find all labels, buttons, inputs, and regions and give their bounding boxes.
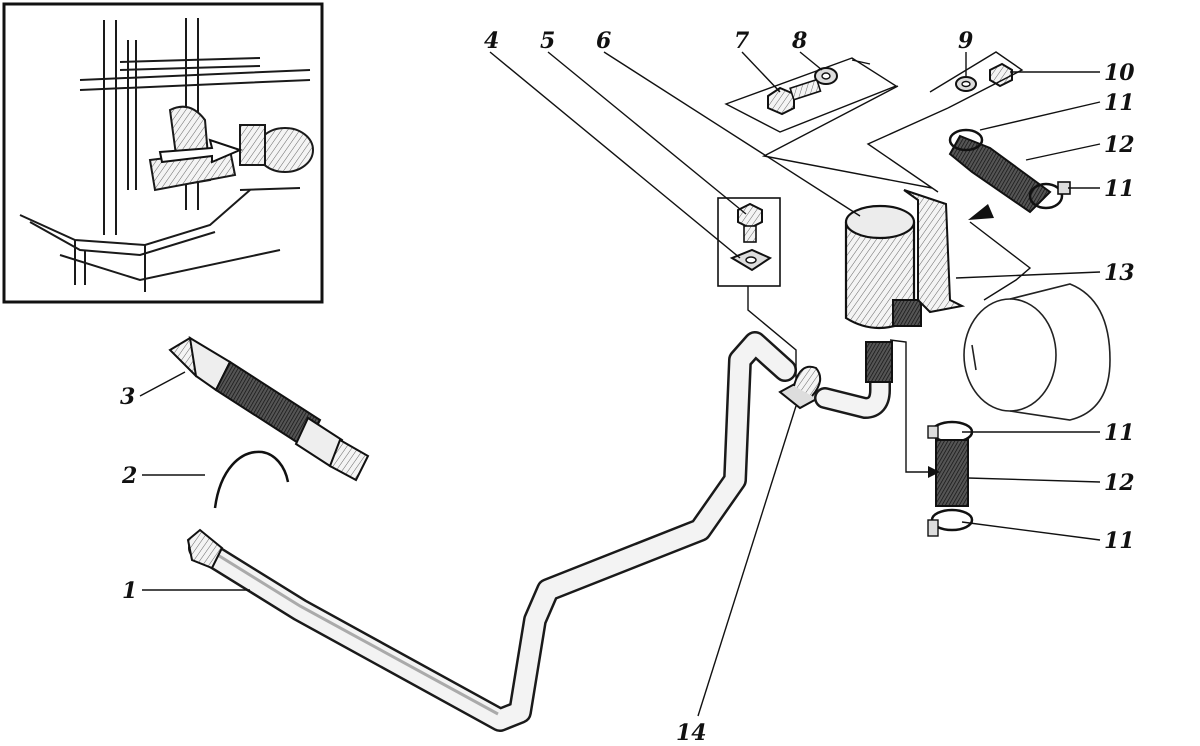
callout-11b: 11 — [1104, 176, 1135, 202]
callout-9: 9 — [958, 28, 973, 54]
lower-hose-placement-leader — [889, 339, 928, 473]
callout-6: 6 — [596, 28, 611, 54]
callout-12b: 12 — [1104, 470, 1135, 496]
part-10-nut — [989, 62, 1013, 88]
callout-2: 2 — [121, 463, 137, 489]
connecting-elbow-pipe — [814, 341, 893, 420]
callout-11d: 11 — [1104, 528, 1135, 554]
leader-5 — [547, 51, 747, 215]
callout-11a: 11 — [1104, 90, 1135, 116]
callout-11c: 11 — [1104, 420, 1135, 446]
bolt-washer-group-box — [717, 197, 781, 287]
callout-14: 14 — [676, 720, 707, 746]
leader-11a — [979, 101, 1101, 131]
inset-arrow-icon — [158, 138, 243, 164]
callout-12a: 12 — [1104, 132, 1135, 158]
leader-6 — [603, 51, 861, 217]
callout-3: 3 — [120, 384, 135, 410]
leader-11d — [961, 521, 1101, 541]
part-14-clamp-bracket — [778, 365, 824, 410]
callout-10: 10 — [1104, 60, 1135, 86]
upper-hose-arrow-icon — [968, 204, 994, 220]
inset-locator-view — [2, 2, 324, 304]
leader-12a — [1025, 143, 1101, 161]
leader-8 — [799, 51, 823, 71]
bolt-group-box-7-8 — [724, 57, 898, 133]
part-13-mounting-bracket — [903, 189, 966, 314]
leader-13 — [955, 271, 1101, 279]
callout-7: 7 — [734, 28, 750, 54]
part-2-wire — [213, 450, 290, 509]
leader-7 — [741, 51, 781, 93]
part-1-pipe — [186, 331, 797, 732]
part-8-washer — [814, 67, 838, 85]
part-5-bolt — [737, 202, 763, 243]
engine-mount-leader — [969, 221, 1032, 301]
part-6-filter-housing — [844, 204, 922, 329]
engine-casing-outline — [963, 283, 1111, 421]
leader-box-4-5 — [747, 286, 797, 380]
part-3-hose — [168, 336, 370, 482]
nut-group-box-9-10 — [929, 51, 1024, 109]
callout-1: 1 — [122, 578, 137, 604]
leader-12b — [967, 477, 1101, 483]
leader-14 — [697, 405, 797, 717]
part-7-bolt — [767, 78, 822, 116]
callout-8: 8 — [791, 28, 807, 54]
leader-4 — [489, 51, 741, 259]
callout-13: 13 — [1104, 260, 1135, 286]
lower-hose-assembly — [927, 420, 974, 537]
part-9-washer — [955, 76, 977, 92]
upper-hose-assembly — [948, 128, 1071, 214]
part-4-washer — [729, 248, 773, 272]
leader-3 — [139, 371, 186, 397]
placement-arrow-icon — [928, 466, 940, 478]
bolt-to-filter-leader — [761, 59, 949, 193]
callout-4: 4 — [484, 28, 499, 54]
callout-5: 5 — [540, 28, 555, 54]
